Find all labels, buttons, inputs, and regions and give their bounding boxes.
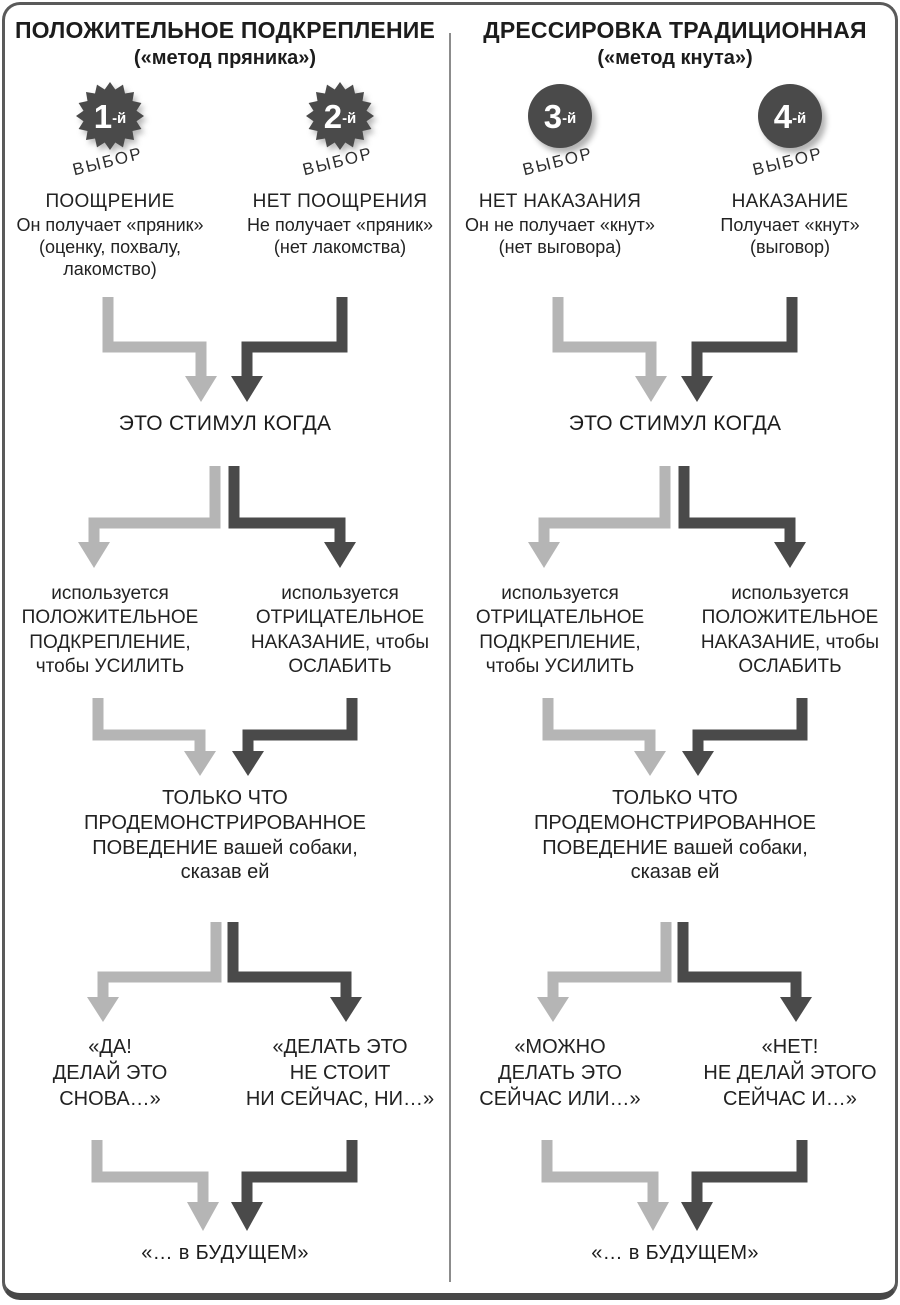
column-traditional-training: ДРЕССИРОВКА ТРАДИЦИОННАЯ («метод кнута»)…: [450, 0, 900, 1300]
column-subtitle: («метод кнута»): [597, 47, 753, 69]
converge-arrows-icon: [92, 698, 358, 776]
quote-text-yes: «ДА! ДЕЛАЙ ЭТО СНОВА…»: [52, 1036, 168, 1110]
diverge-arrows-icon: [78, 466, 356, 568]
badge-number: 3-й: [543, 97, 577, 135]
choice-text-no-punishment: НЕТ НАКАЗАНИЯ Он не получает «кнут» (нет…: [465, 191, 655, 257]
choice-text-reward: ПООЩРЕНИЕ Он получает «пряник» (оценку, …: [16, 191, 204, 280]
quote-text-no: «ДЕЛАТЬ ЭТО НЕ СТОИТ НИ СЕЙЧАС, НИ…»: [245, 1036, 435, 1110]
column-positive-reinforcement: ПОЛОЖИТЕЛЬНОЕ ПОДКРЕПЛЕНИЕ («метод пряни…: [0, 0, 450, 1300]
converge-arrows-icon: [541, 1140, 808, 1231]
choice-badge-1: 1-й: [74, 80, 146, 152]
diverge-arrows-icon: [528, 466, 806, 568]
badge-number: 1-й: [93, 97, 127, 135]
behavior-text: ТОЛЬКО ЧТО ПРОДЕМОНСТРИРОВАННОЕ ПОВЕДЕНИ…: [84, 787, 366, 884]
converge-arrows-icon: [91, 1140, 358, 1231]
stimulus-label: ЭТО СТИМУЛ КОГДА: [568, 412, 782, 435]
column-title: ДРЕССИРОВКА ТРАДИЦИОННАЯ: [483, 17, 867, 43]
choice-text-no-reward: НЕТ ПООЩРЕНИЯ Не получает «пряник» (нет …: [246, 191, 434, 257]
column-divider: [449, 33, 451, 1282]
stimulus-label: ЭТО СТИМУЛ КОГДА: [118, 412, 332, 435]
future-label: «… в БУДУЩЕМ»: [591, 1242, 759, 1264]
converge-arrows-icon: [552, 297, 798, 402]
future-label: «… в БУДУЩЕМ»: [141, 1242, 309, 1264]
usage-text-weaken: используется ПОЛОЖИТЕЛЬНОЕ НАКАЗАНИЕ, чт…: [700, 583, 880, 677]
behavior-text: ТОЛЬКО ЧТО ПРОДЕМОНСТРИРОВАННОЕ ПОВЕДЕНИ…: [534, 787, 816, 884]
column-title: ПОЛОЖИТЕЛЬНОЕ ПОДКРЕПЛЕНИЕ: [14, 17, 436, 43]
diverge-arrows-icon: [537, 922, 812, 1022]
diverge-arrows-icon: [87, 922, 362, 1022]
choice-text-punishment: НАКАЗАНИЕ Получает «кнут» (выговор): [720, 191, 860, 257]
quote-text-allowed: «МОЖНО ДЕЛАТЬ ЭТО СЕЙЧАС ИЛИ…»: [479, 1036, 641, 1110]
column-subtitle: («метод пряника»): [133, 47, 317, 69]
badge-number: 4-й: [773, 97, 807, 135]
converge-arrows-icon: [542, 698, 808, 776]
usage-text-reinforce: используется ПОЛОЖИТЕЛЬНОЕ ПОДКРЕПЛЕНИЕ,…: [21, 583, 199, 677]
converge-arrows-icon: [102, 297, 348, 402]
badge-number: 2-й: [323, 97, 357, 135]
choice-badge-2: 2-й: [304, 80, 376, 152]
quote-text-forbidden: «НЕТ! НЕ ДЕЛАЙ ЭТОГО СЕЙЧАС И…»: [703, 1036, 877, 1110]
choice-badge-3: 3-й: [524, 80, 596, 152]
choice-badge-4: 4-й: [754, 80, 826, 152]
usage-text-reinforce: используется ОТРИЦАТЕЛЬНОЕ ПОДКРЕПЛЕНИЕ,…: [475, 583, 645, 677]
circle-icon: [758, 84, 822, 148]
circle-icon: [528, 84, 592, 148]
usage-text-weaken: используется ОТРИЦАТЕЛЬНОЕ НАКАЗАНИЕ, чт…: [250, 583, 430, 677]
